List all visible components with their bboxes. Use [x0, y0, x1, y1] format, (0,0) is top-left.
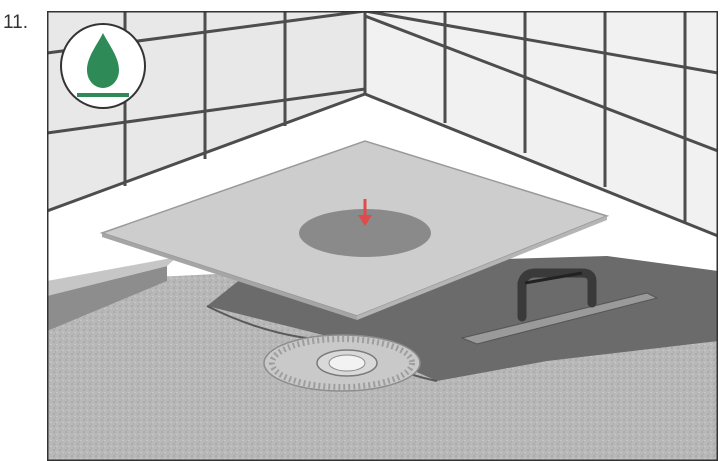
step-number: 11. — [3, 12, 28, 34]
floor-drain — [264, 335, 420, 391]
water-drop-badge — [61, 24, 145, 108]
illustration-canvas — [47, 11, 718, 461]
installation-illustration — [47, 11, 718, 461]
